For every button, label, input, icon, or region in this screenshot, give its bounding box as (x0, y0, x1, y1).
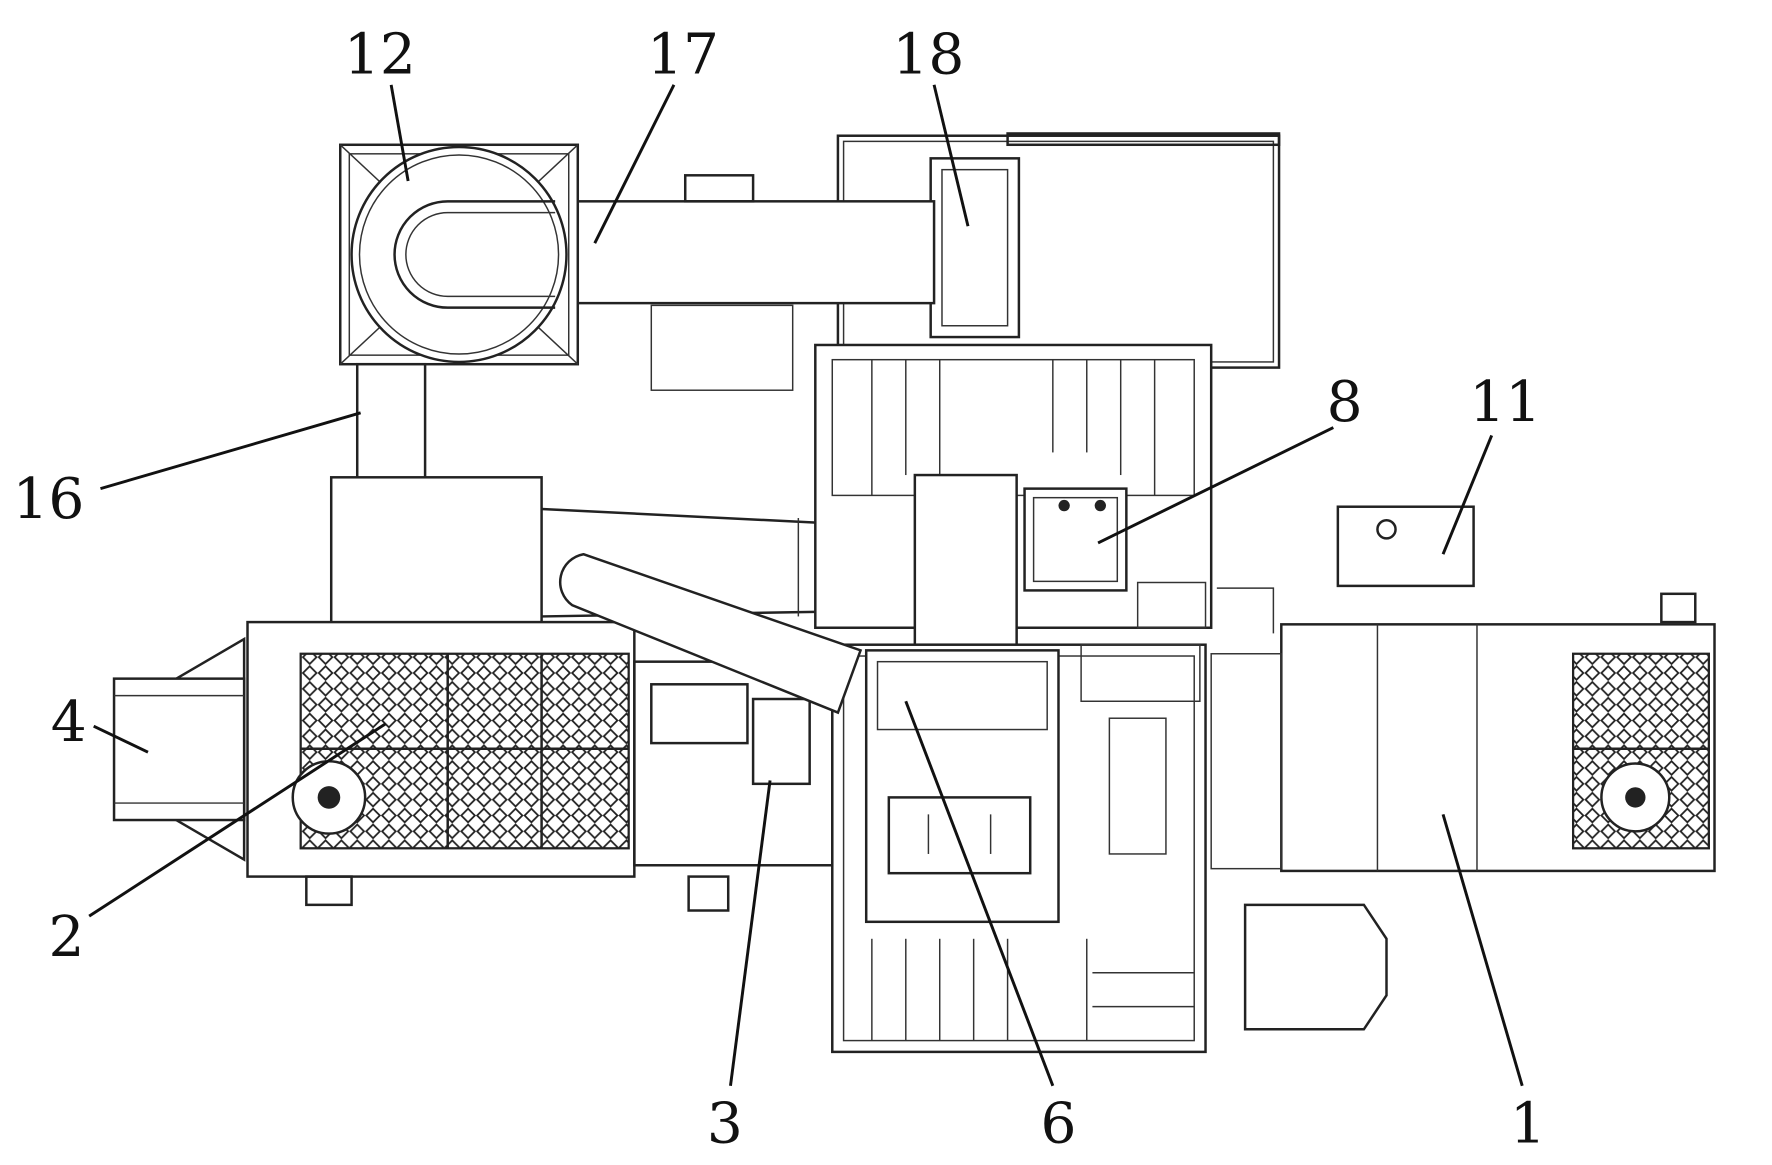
label-3: 3 (707, 1091, 743, 1156)
label-6: 6 (1040, 1091, 1076, 1156)
middle-body-bottom (832, 645, 1205, 1052)
component-18-block (931, 158, 1019, 337)
component-1-conveyor (1211, 594, 1714, 871)
component-3-part (753, 699, 810, 784)
label-1: 1 (1510, 1091, 1546, 1156)
label-8: 8 (1327, 370, 1363, 435)
component-12-fan-unit (340, 145, 578, 364)
label-17: 17 (647, 23, 719, 88)
component-11-box (1338, 507, 1474, 586)
label-2: 2 (49, 905, 85, 970)
label-4: 4 (51, 690, 87, 755)
component-16-pipe (357, 364, 425, 481)
label-12: 12 (344, 23, 416, 88)
label-16: 16 (12, 467, 84, 532)
bottom-right-tank (1245, 905, 1386, 1029)
middle-body-top (815, 345, 1273, 645)
label-11: 11 (1469, 370, 1541, 435)
component-6-chamber (866, 650, 1058, 921)
component-8-box (1025, 489, 1127, 591)
label-18: 18 (892, 23, 964, 88)
